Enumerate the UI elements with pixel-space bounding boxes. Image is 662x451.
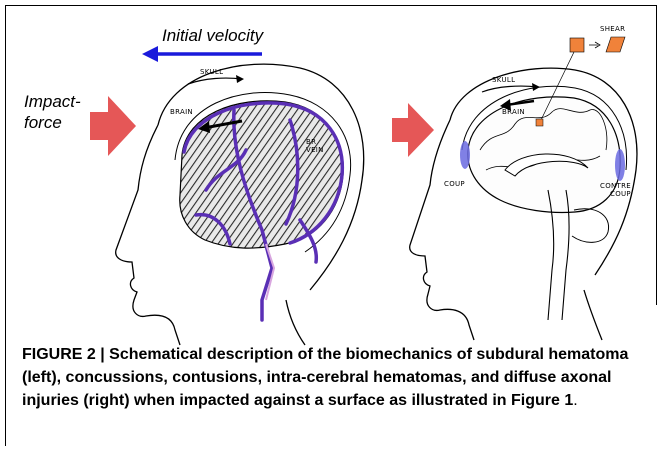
impact-force-label-line2: force (24, 113, 62, 133)
right-skull-arrowhead (532, 83, 540, 91)
shear-transform-arrow (589, 42, 600, 48)
left-impact-arrow (90, 96, 136, 156)
shear-parallelogram (606, 37, 625, 52)
left-neck-back (286, 300, 305, 345)
left-skull-arrowhead (236, 75, 244, 83)
left-skull-label: SKULL (200, 68, 223, 76)
contre-coup-region (615, 149, 625, 181)
velocity-label: Initial velocity (162, 26, 263, 46)
left-brain-label: BRAIN (170, 108, 193, 116)
impact-force-label-line1: Impact- (24, 92, 81, 112)
caption-end: . (573, 392, 577, 409)
shear-square (570, 38, 584, 52)
contre-coup-label-line1: CONTRE (600, 182, 631, 190)
left-vein-label-line2: VEIN (306, 146, 324, 154)
figure-caption: FIGURE 2 | Schematical description of th… (22, 343, 642, 412)
left-head-illustration (116, 64, 364, 345)
shear-label: SHEAR (600, 25, 625, 33)
shear-site-marker (536, 119, 543, 126)
coup-label: COUP (444, 180, 465, 188)
caption-text: FIGURE 2 | Schematical description of th… (22, 346, 628, 409)
right-skull-label: SKULL (492, 76, 515, 84)
right-brain-label: BRAIN (502, 108, 525, 116)
contre-coup-label-line2: COUP (610, 190, 631, 198)
right-impact-arrow (392, 103, 434, 157)
left-vein-label-line1: BR (306, 138, 316, 146)
right-cerebellum (572, 209, 609, 243)
velocity-arrowhead (142, 46, 158, 62)
left-face-profile (116, 125, 180, 345)
right-neck-back (584, 290, 602, 340)
coup-region (460, 141, 470, 169)
